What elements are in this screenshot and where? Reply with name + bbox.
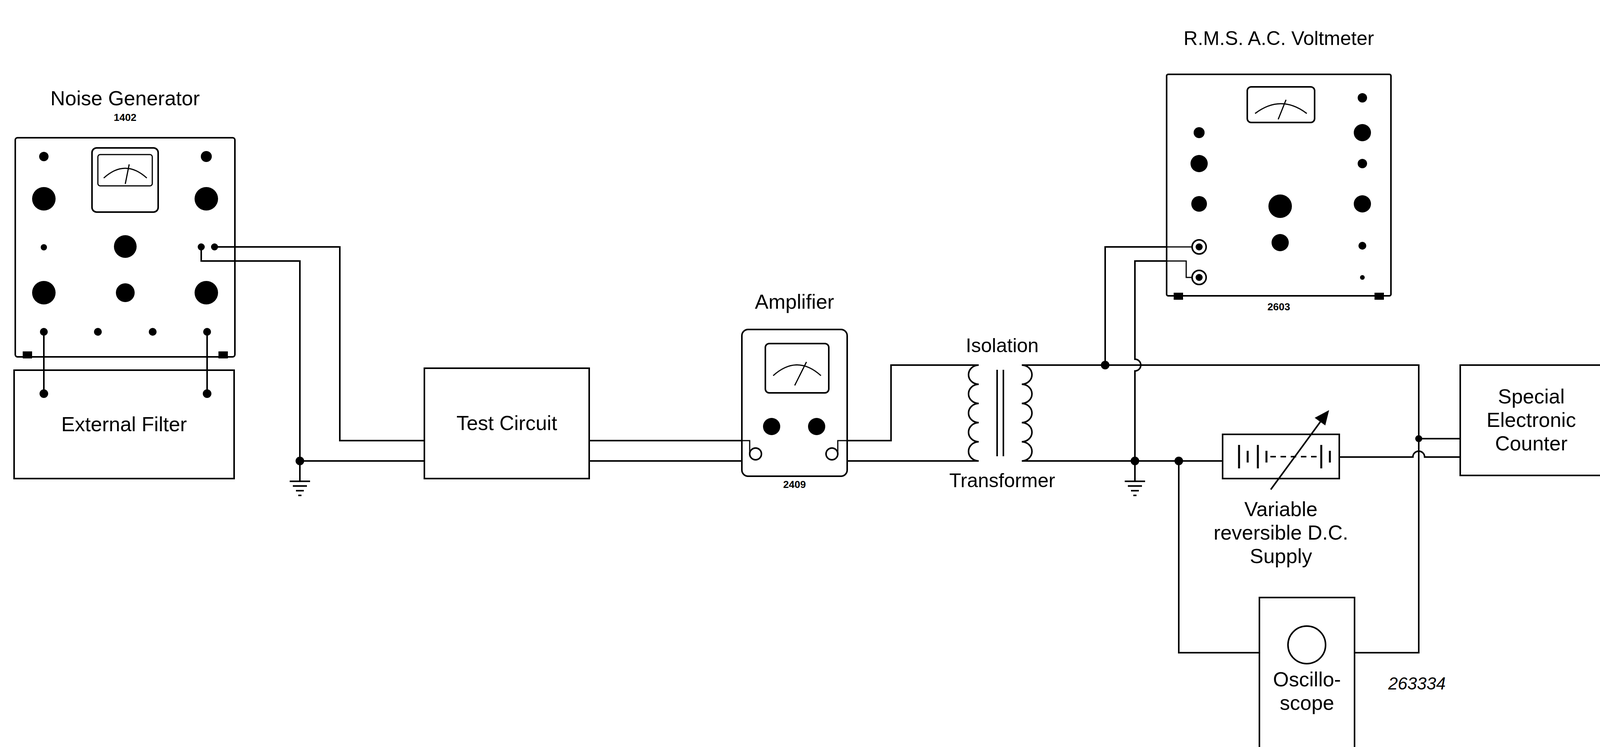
knobs xyxy=(32,151,219,336)
transformer: IsolationTransformer xyxy=(937,334,1067,498)
instrument: R.M.S. A.C. Voltmeter 2603 xyxy=(1166,11,1391,322)
instrument: Amplifier 2409 xyxy=(741,290,848,495)
drawing-number: 263334 xyxy=(1388,674,1446,694)
foot xyxy=(23,352,32,358)
node-label: Variable reversible D.C. Supply xyxy=(1210,497,1352,569)
internal-lead xyxy=(43,247,235,358)
meter-needle xyxy=(125,164,130,184)
node-label: Special Electronic Counter xyxy=(1468,385,1594,456)
meter-scale xyxy=(103,168,147,179)
node-label: R.M.S. A.C. Voltmeter xyxy=(1183,27,1374,51)
filter-box: External Filter xyxy=(13,369,235,480)
wire xyxy=(43,357,208,370)
meter-needle xyxy=(794,362,807,386)
meter-window xyxy=(91,147,159,213)
node-label: Test Circuit xyxy=(456,411,558,436)
ground-symbol xyxy=(1124,461,1146,496)
wire xyxy=(847,365,938,462)
node-label: Isolation xyxy=(965,334,1039,358)
variable-arrowhead xyxy=(1316,411,1328,425)
transformer-core xyxy=(997,369,1004,457)
meter-scale xyxy=(773,365,821,377)
model-number: 1402 xyxy=(113,111,137,124)
node-label: Amplifier xyxy=(754,290,834,314)
meter-face xyxy=(97,154,153,186)
oscilloscope-box: Oscillo- scope xyxy=(1258,597,1356,747)
node-label: External Filter xyxy=(61,413,188,437)
battery-symbol xyxy=(1223,435,1339,479)
instrument-case xyxy=(1166,74,1391,296)
terminal xyxy=(1192,239,1207,255)
foot xyxy=(1375,293,1384,300)
junction-dots xyxy=(39,360,1423,466)
knobs xyxy=(1190,93,1371,282)
model-number: 2603 xyxy=(1267,301,1291,314)
meter-needle xyxy=(1278,99,1287,120)
node-label: Noise Generator xyxy=(50,86,201,111)
secondary-coil xyxy=(1021,365,1067,462)
terminal xyxy=(1192,270,1207,285)
terminal xyxy=(749,448,762,460)
dc-supply: Variable reversible D.C. Supply xyxy=(1221,433,1341,480)
node-label: Oscillo- scope xyxy=(1258,668,1356,716)
wire xyxy=(1066,365,1460,439)
internal-lead xyxy=(1166,247,1193,278)
foot xyxy=(219,352,228,358)
scope-screen xyxy=(1287,626,1326,664)
primary-coil xyxy=(937,365,979,462)
process-box: Test Circuit xyxy=(423,367,590,480)
ground-symbol xyxy=(289,461,311,496)
wire xyxy=(1178,461,1259,653)
wire xyxy=(1066,365,1419,653)
meter-window xyxy=(765,343,829,394)
terminal xyxy=(826,448,838,460)
wire xyxy=(589,440,742,462)
instrument-case xyxy=(741,329,848,477)
internal-lead xyxy=(43,369,208,394)
model-number: Transformer xyxy=(949,469,1056,493)
foot xyxy=(1174,293,1183,300)
wire xyxy=(1340,451,1460,458)
model-number: 2409 xyxy=(783,479,807,491)
knobs xyxy=(763,418,826,436)
counter-box: Special Electronic Counter xyxy=(1459,364,1600,477)
instrument-case xyxy=(15,137,235,358)
internal-lead xyxy=(741,440,848,455)
wire xyxy=(1066,247,1167,462)
wire xyxy=(234,247,424,462)
meter-window xyxy=(1247,86,1315,123)
instrument: Noise Generator1402 xyxy=(15,86,235,358)
